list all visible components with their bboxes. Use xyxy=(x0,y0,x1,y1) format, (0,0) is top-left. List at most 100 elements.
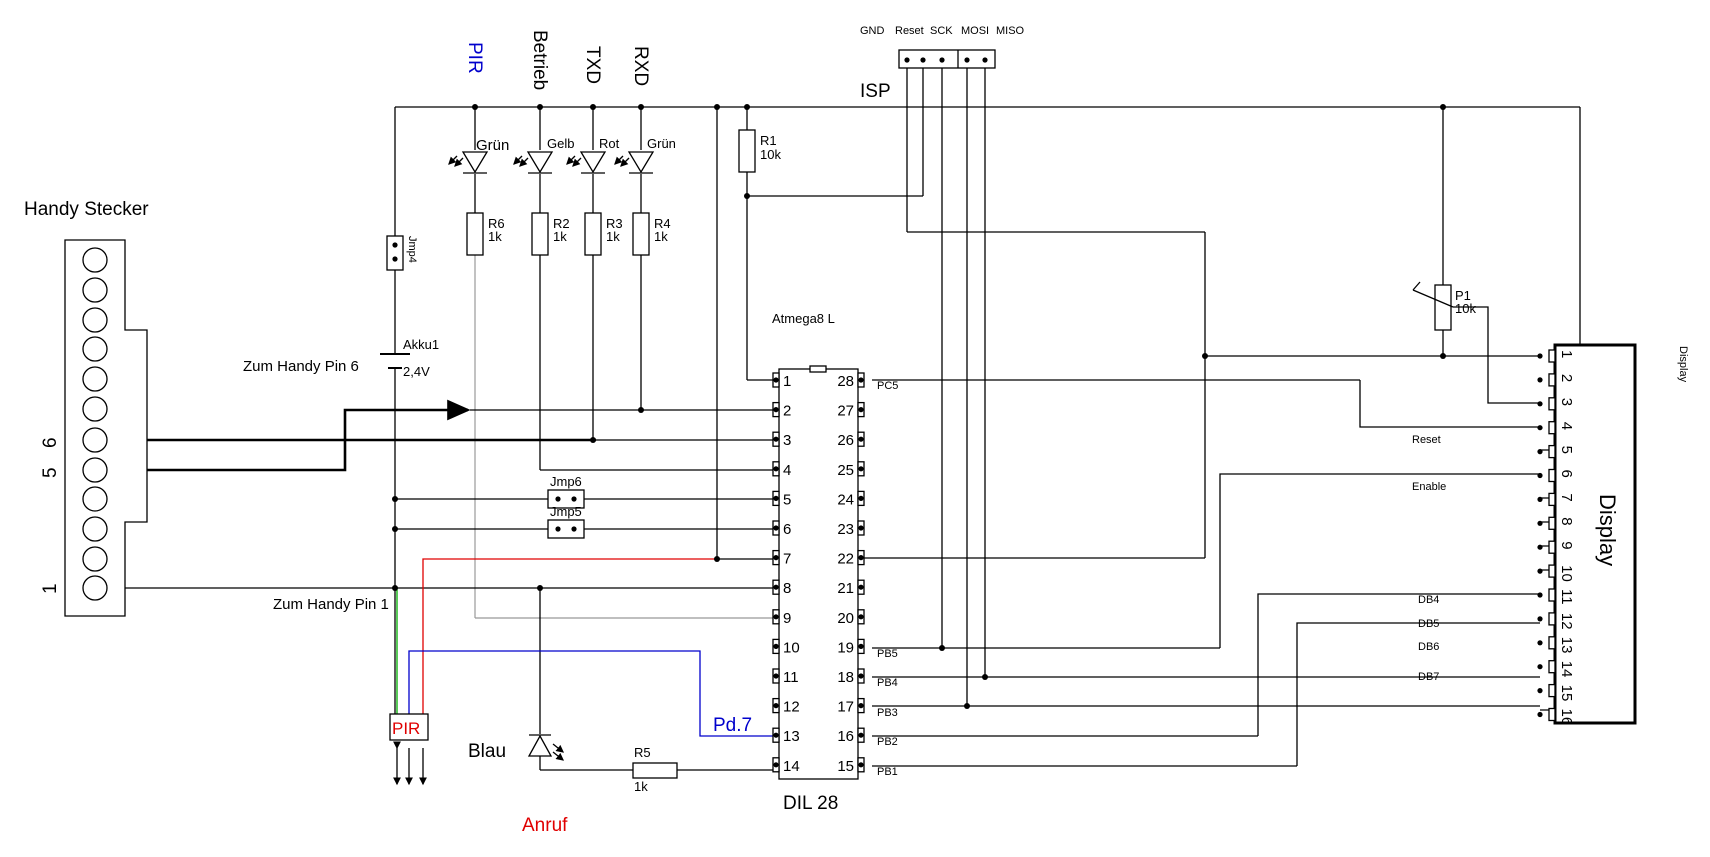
display-pin-number: 9 xyxy=(1558,541,1575,549)
mcu-package: DIL 28 xyxy=(783,793,838,814)
display-pin-stub xyxy=(1548,421,1556,435)
display-pin-stub xyxy=(1548,707,1556,722)
isp-pin-mosi: MOSI xyxy=(961,25,989,37)
resistor-r3: R3 1k xyxy=(584,212,623,256)
display-pin-dot xyxy=(1537,592,1543,598)
port-label-pb3: PB3 xyxy=(877,707,898,719)
display-pin-number: 4 xyxy=(1558,422,1575,430)
mcu-pin-dot xyxy=(773,436,779,442)
display-pin-stub xyxy=(1548,612,1556,626)
mcu-right-pin-number: 26 xyxy=(837,432,854,449)
display-pin-number: 16 xyxy=(1558,709,1575,726)
connector-pins xyxy=(82,247,108,601)
led-rot: Rot xyxy=(566,136,620,174)
display-signal-db6: DB6 xyxy=(1418,641,1439,653)
display-pin-stub xyxy=(1548,468,1556,483)
battery-name: Akku1 xyxy=(403,337,439,352)
mcu-pin-dot xyxy=(858,643,864,650)
signal-pir-label: PIR xyxy=(464,42,485,74)
mcu-right-pin-number: 27 xyxy=(837,403,854,420)
pir-arrows xyxy=(393,741,427,786)
note-handy-pin-1: Zum Handy Pin 1 xyxy=(273,596,389,613)
svg-text:10k: 10k xyxy=(760,147,781,162)
mcu-left-pin-number: 3 xyxy=(783,432,791,449)
mcu-left-pin-number: 6 xyxy=(783,521,791,538)
display-pin-stub xyxy=(1548,444,1556,459)
display-pin-number: 2 xyxy=(1558,374,1575,382)
display-pin-dot xyxy=(1537,544,1543,550)
mcu-right-pin-number: 20 xyxy=(837,610,854,627)
mcu-pin-dot xyxy=(858,703,864,709)
resistors: R6 1k R2 1k R3 1k R4 1k R1 10k R5 1k xyxy=(466,129,781,794)
mcu-pin-dot xyxy=(858,762,864,768)
display-pin-dot xyxy=(1537,496,1543,502)
led-color-label: Grün xyxy=(647,136,676,151)
svg-text:1k: 1k xyxy=(606,229,620,244)
display-pin-dot xyxy=(1537,449,1543,455)
mcu-pin-dot xyxy=(858,407,864,413)
display-pin-dot xyxy=(1537,688,1543,694)
mcu-right-pin-number: 24 xyxy=(837,491,854,508)
display-pin-dot xyxy=(1537,472,1543,479)
mcu-pin-dot xyxy=(773,407,779,413)
mcu-left-pin-number: 2 xyxy=(783,403,791,420)
mcu-right-pin-number: 25 xyxy=(837,462,854,479)
signal-labels: PIR Betrieb TXD RXD xyxy=(464,30,651,90)
mcu-left-pin-number: 11 xyxy=(783,669,799,686)
isp-pin-miso: MISO xyxy=(996,25,1025,37)
mcu-pin-dot xyxy=(858,732,864,738)
display-pin-stub xyxy=(1548,660,1556,674)
port-label-pc5: PC5 xyxy=(877,380,898,392)
mcu-pin-dot xyxy=(773,466,779,472)
mcu-left-pin-number: 8 xyxy=(783,580,791,597)
resistor-r5: R5 1k xyxy=(632,745,678,794)
mcu-left-pin-number: 5 xyxy=(783,491,791,508)
svg-text:Jmp5: Jmp5 xyxy=(550,504,582,519)
display-pin-dot xyxy=(1537,616,1543,622)
display-pin-number: 5 xyxy=(1558,446,1575,454)
display-pin-number: 13 xyxy=(1558,637,1575,654)
svg-text:10k: 10k xyxy=(1455,301,1476,316)
display-pin-number: 7 xyxy=(1558,493,1575,501)
junctions xyxy=(392,104,1446,709)
port-label-pb4: PB4 xyxy=(877,677,898,689)
display-title: Display xyxy=(1595,494,1620,566)
display-pin-dot xyxy=(1537,425,1543,431)
mcu-pin-dot xyxy=(773,377,779,383)
note-anruf: Anruf xyxy=(522,815,568,836)
mcu-pin-dot xyxy=(773,614,779,620)
svg-text:R5: R5 xyxy=(634,745,651,760)
mcu-left-pin-number: 14 xyxy=(783,758,800,775)
display-pin-dot xyxy=(1537,520,1543,526)
display-pin-number: 11 xyxy=(1558,589,1575,605)
mcu-right-pin-number: 17 xyxy=(837,699,854,716)
display-pin-dot xyxy=(1537,568,1543,574)
display-pin-stub xyxy=(1548,636,1556,650)
port-label-pb1: PB1 xyxy=(877,766,898,778)
svg-text:R3: R3 xyxy=(606,216,623,231)
led-gelb: Gelb xyxy=(513,136,574,174)
mcu-pin-dot xyxy=(858,584,864,590)
resistor-r1: R1 10k xyxy=(738,129,781,173)
mcu-pins: 1234567891011121314282726252423222120191… xyxy=(772,372,865,775)
mcu-pin-dot xyxy=(858,525,864,531)
mcu-pin-dot xyxy=(773,673,779,679)
led-blau-label: Blau xyxy=(468,741,506,762)
display-pin-number: 3 xyxy=(1558,398,1575,406)
svg-text:1k: 1k xyxy=(634,779,648,794)
mcu-pin-dot xyxy=(773,762,779,768)
display-pin-dot xyxy=(1537,640,1543,646)
note-pd7: Pd.7 xyxy=(713,715,752,736)
mcu-right-pin-number: 22 xyxy=(837,551,854,568)
led-color-label: Gelb xyxy=(547,136,574,151)
isp-pin-reset: Reset xyxy=(895,25,924,37)
display-pin-stub xyxy=(1548,492,1556,507)
display-side-label: Display xyxy=(1677,346,1689,383)
mcu-pin-dot xyxy=(773,495,779,501)
jumper-4-label: Jmp4 xyxy=(406,236,418,263)
mcu-right-pin-number: 16 xyxy=(837,728,854,745)
note-handy-pin-6: Zum Handy Pin 6 xyxy=(243,358,359,375)
display-pin-stub xyxy=(1548,540,1556,554)
display-pin-number: 15 xyxy=(1558,685,1575,702)
jumper-6: Jmp6 xyxy=(547,474,585,509)
